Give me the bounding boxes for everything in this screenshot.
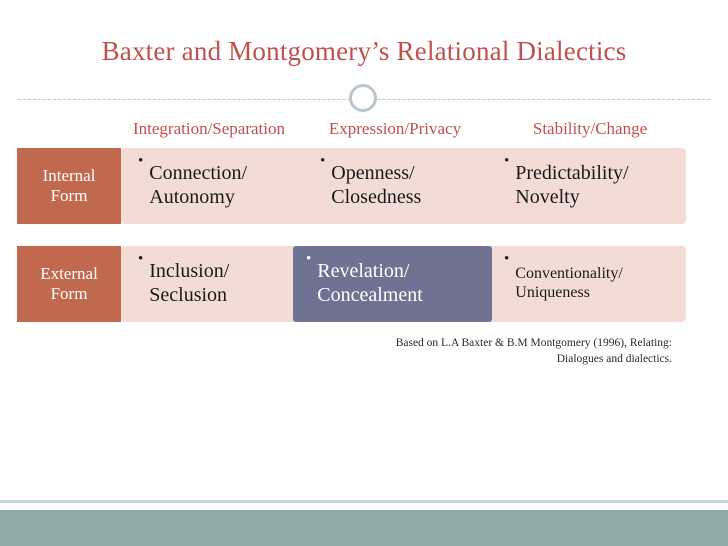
cell-line2: Autonomy [149,186,235,208]
bullet-icon: • [306,251,312,267]
cell-text: Connection/ Autonomy [149,162,247,209]
cell-line2: Uniqueness [515,284,590,301]
bullet-icon: • [138,153,144,169]
row-1-middle-cell-background [307,148,488,224]
bullet-icon: • [504,251,510,267]
column-header-1: Integration/Separation [132,119,285,138]
cell-text: Revelation/ Concealment [317,260,423,307]
cell-text: Conventionality/ Uniqueness [515,265,623,303]
cell-text: Predictability/ Novelty [515,162,628,209]
page-title: Baxter and Montgomery’s Relational Diale… [101,36,627,66]
row-label-internal-line1: Internal [42,165,96,185]
row-label-internal-line2: Form [50,186,88,205]
cell-text: Openness/ Closedness [331,162,421,209]
column-header-2: Expression/Privacy [328,119,462,138]
cell-line1: Connection/ [149,162,248,185]
row-2-middle-cell-highlight [293,246,492,322]
cell-line1: Predictability/ [515,162,629,185]
cell-external-expression-privacy: • Revelation/ Concealment [296,246,496,322]
source-citation: Based on L.A Baxter & B.M Montgomery (19… [352,336,672,367]
column-header-3: Stability/Change [532,119,648,138]
footer-divider [0,500,728,503]
cell-external-integration-separation: • Inclusion/ Seclusion [128,246,298,322]
cell-line2: Closedness [331,186,422,208]
cell-internal-integration-separation: • Connection/ Autonomy [128,148,308,224]
cell-line1: Openness/ [331,162,415,185]
bullet-icon: • [504,153,510,169]
row-label-external-line1: External [40,263,98,283]
cell-line2: Concealment [317,284,423,306]
bullet-icon: • [320,153,326,169]
circle-ornament-icon [349,84,377,112]
cell-text: Inclusion/ Seclusion [149,260,229,307]
source-line2: Dialogues and dialectics. [556,352,672,365]
row-label-external-form: External Form [17,246,121,322]
footer-bar [0,510,728,546]
row-label-internal-form: Internal Form [17,148,121,224]
cell-internal-stability-change: • Predictability/ Novelty [494,148,689,224]
cell-line2: Novelty [515,186,580,208]
cell-internal-expression-privacy: • Openness/ Closedness [310,148,490,224]
cell-line2: Seclusion [149,284,228,306]
source-line1: Based on L.A Baxter & B.M Montgomery (19… [395,337,672,349]
cell-line1: Inclusion/ [149,260,230,283]
cell-line1: Revelation/ [317,260,410,283]
bullet-icon: • [138,251,144,267]
cell-external-stability-change: • Conventionality/ Uniqueness [494,246,694,322]
row-label-external-line2: Form [50,284,88,303]
cell-line1: Conventionality/ [515,265,623,283]
